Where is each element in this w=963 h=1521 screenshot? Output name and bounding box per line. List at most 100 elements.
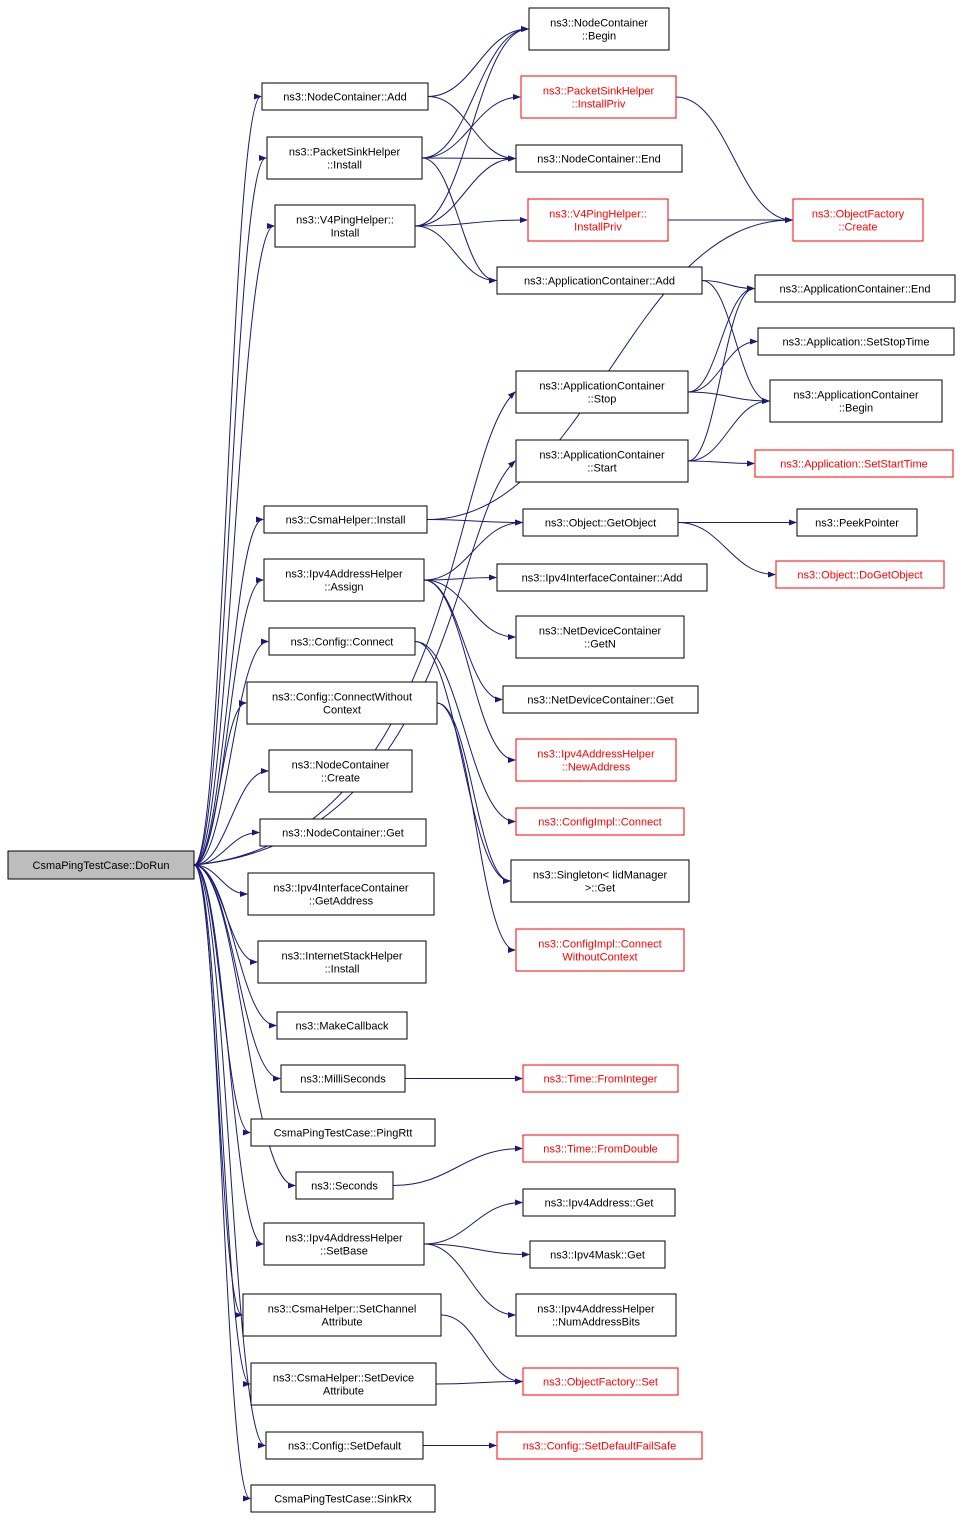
graph-node-ofCreate[interactable]: ns3::ObjectFactory::Create xyxy=(792,198,924,242)
graph-node-label: ::SetBase xyxy=(320,1246,368,1258)
graph-node-singletonGet[interactable]: ns3::Singleton< IidManager>::Get xyxy=(510,859,690,903)
graph-edge-doRun-to-csmaSetDevice xyxy=(193,864,251,1387)
graph-node-iicAdd[interactable]: ns3::Ipv4InterfaceContainer::Add xyxy=(496,563,708,592)
graph-edge-doRun-to-cfgConnect xyxy=(193,638,269,866)
graph-edge-psInstall-to-ncEnd xyxy=(421,155,516,162)
graph-node-objGetObject[interactable]: ns3::Object::GetObject xyxy=(522,508,679,537)
graph-edge-psInstall-to-ncBegin xyxy=(421,26,529,159)
graph-node-v4InstallPriv[interactable]: ns3::V4PingHelper::InstallPriv xyxy=(527,198,669,242)
graph-node-acAdd[interactable]: ns3::ApplicationContainer::Add xyxy=(496,266,703,295)
graph-node-cfgConnect[interactable]: ns3::Config::Connect xyxy=(268,627,416,656)
graph-node-label: CsmaPingTestCase::SinkRx xyxy=(274,1494,412,1506)
graph-node-ipv4MaskGet[interactable]: ns3::Ipv4Mask::Get xyxy=(529,1240,666,1269)
graph-node-box xyxy=(515,738,677,782)
graph-node-pingRtt[interactable]: CsmaPingTestCase::PingRtt xyxy=(250,1118,436,1147)
graph-node-label: ::Install xyxy=(327,160,362,172)
graph-node-label: ns3::V4PingHelper:: xyxy=(549,209,647,221)
graph-edge-doRun-to-pingRtt xyxy=(193,864,251,1136)
graph-edges-layer xyxy=(193,26,797,1502)
graph-node-box xyxy=(522,1188,676,1217)
graph-node-box xyxy=(276,1011,408,1040)
graph-edge-ipAssign-to-ipNewAddress xyxy=(423,579,516,763)
graph-node-seconds[interactable]: ns3::Seconds xyxy=(295,1171,394,1200)
graph-edge-cfgConnectWC-to-ciConnectWC xyxy=(436,702,516,953)
graph-node-label: ns3::PeekPointer xyxy=(815,518,899,530)
graph-node-box xyxy=(522,1064,679,1093)
graph-node-label: ns3::ObjectFactory xyxy=(812,209,905,221)
graph-node-iicGetAddress[interactable]: ns3::Ipv4InterfaceContainer::GetAddress xyxy=(247,872,435,916)
graph-node-box xyxy=(274,204,416,248)
graph-node-ciConnect[interactable]: ns3::ConfigImpl::Connect xyxy=(515,807,685,836)
graph-node-ncEnd[interactable]: ns3::NodeContainer::End xyxy=(515,144,683,173)
graph-node-label: ::Begin xyxy=(839,403,873,415)
graph-node-acEnd[interactable]: ns3::ApplicationContainer::End xyxy=(754,274,956,303)
graph-node-acStop[interactable]: ns3::ApplicationContainer::Stop xyxy=(515,370,689,414)
graph-node-appSetStopTime[interactable]: ns3::Application::SetStopTime xyxy=(757,327,955,356)
graph-node-ncAdd[interactable]: ns3::NodeContainer::Add xyxy=(261,82,429,111)
graph-edge-ipSetBase-to-ipNumAddressBits xyxy=(423,1243,516,1318)
graph-node-psInstall[interactable]: ns3::PacketSinkHelper::Install xyxy=(266,136,423,180)
graph-node-label: ns3::PacketSinkHelper xyxy=(543,86,655,98)
graph-node-v4Install[interactable]: ns3::V4PingHelper::Install xyxy=(274,204,416,248)
graph-node-objDoGetObject[interactable]: ns3::Object::DoGetObject xyxy=(775,560,945,589)
graph-node-box xyxy=(520,75,677,119)
graph-node-ipNumAddressBits[interactable]: ns3::Ipv4AddressHelper::NumAddressBits xyxy=(515,1293,677,1337)
graph-node-cfgSetDefaultFailSafe[interactable]: ns3::Config::SetDefaultFailSafe xyxy=(496,1431,703,1460)
graph-node-psInstallPriv[interactable]: ns3::PacketSinkHelper::InstallPriv xyxy=(520,75,677,119)
graph-node-ipv4AddrGet[interactable]: ns3::Ipv4Address::Get xyxy=(522,1188,676,1217)
graph-node-ofSet[interactable]: ns3::ObjectFactory::Set xyxy=(522,1367,679,1396)
graph-node-label: ns3::ApplicationContainer xyxy=(539,450,665,462)
graph-node-peekPointer[interactable]: ns3::PeekPointer xyxy=(796,508,918,537)
graph-node-ndcGet[interactable]: ns3::NetDeviceContainer::Get xyxy=(502,685,699,714)
graph-node-ncBegin[interactable]: ns3::NodeContainer::Begin xyxy=(528,7,670,51)
graph-node-label: ns3::Object::GetObject xyxy=(545,518,656,530)
graph-node-box xyxy=(515,928,685,972)
graph-node-ndcGetN[interactable]: ns3::NetDeviceContainer::GetN xyxy=(515,615,685,659)
graph-node-box xyxy=(263,505,428,534)
graph-node-box xyxy=(754,449,954,478)
graph-node-timeFromDouble[interactable]: ns3::Time::FromDouble xyxy=(522,1134,679,1163)
graph-node-label: ns3::Config::SetDefaultFailSafe xyxy=(523,1441,676,1453)
graph-node-box xyxy=(263,1222,425,1266)
graph-node-ipNewAddress[interactable]: ns3::Ipv4AddressHelper::NewAddress xyxy=(515,738,677,782)
graph-node-sinkRx[interactable]: CsmaPingTestCase::SinkRx xyxy=(250,1484,436,1513)
graph-node-box xyxy=(250,1118,436,1147)
graph-node-label: ns3::NodeContainer xyxy=(550,18,648,30)
graph-node-ishInstall[interactable]: ns3::InternetStackHelper::Install xyxy=(257,940,427,984)
graph-node-label: ::Assign xyxy=(324,582,363,594)
graph-node-label: ns3::Object::DoGetObject xyxy=(797,570,922,582)
graph-node-acStart[interactable]: ns3::ApplicationContainer::Start xyxy=(515,439,689,483)
graph-node-timeFromInteger[interactable]: ns3::Time::FromInteger xyxy=(522,1064,679,1093)
graph-node-label: ns3::ApplicationContainer xyxy=(539,381,665,393)
graph-node-label: ::Stop xyxy=(588,394,617,406)
graph-node-box xyxy=(515,370,689,414)
graph-node-label: ns3::CsmaHelper::Install xyxy=(286,515,406,527)
graph-node-milliSeconds[interactable]: ns3::MilliSeconds xyxy=(280,1064,406,1093)
graph-edge-acAdd-to-acBegin xyxy=(701,280,770,404)
graph-node-box xyxy=(522,1367,679,1396)
graph-node-csmaInstall[interactable]: ns3::CsmaHelper::Install xyxy=(263,505,428,534)
graph-node-ncCreate[interactable]: ns3::NodeContainer::Create xyxy=(268,749,413,793)
graph-node-label: ns3::Ipv4AddressHelper xyxy=(285,569,403,581)
graph-node-appSetStartTime[interactable]: ns3::Application::SetStartTime xyxy=(754,449,954,478)
graph-node-ipAssign[interactable]: ns3::Ipv4AddressHelper::Assign xyxy=(263,558,425,602)
graph-node-label: WithoutContext xyxy=(562,952,637,964)
graph-node-ncGet[interactable]: ns3::NodeContainer::Get xyxy=(259,818,427,847)
graph-node-label: InstallPriv xyxy=(574,222,622,234)
graph-node-makeCallback[interactable]: ns3::MakeCallback xyxy=(276,1011,408,1040)
graph-node-label: ns3::Singleton< IidManager xyxy=(533,870,668,882)
graph-edge-v4Install-to-v4InstallPriv xyxy=(414,217,528,227)
graph-node-label: Install xyxy=(331,228,360,240)
graph-node-ipSetBase[interactable]: ns3::Ipv4AddressHelper::SetBase xyxy=(263,1222,425,1266)
graph-node-box xyxy=(792,198,924,242)
graph-node-box xyxy=(515,144,683,173)
graph-node-cfgSetDefault[interactable]: ns3::Config::SetDefault xyxy=(265,1431,424,1460)
graph-edge-objGetObject-to-objDoGetObject xyxy=(677,522,776,578)
graph-edge-acStart-to-acEnd xyxy=(687,285,755,462)
graph-node-acBegin[interactable]: ns3::ApplicationContainer::Begin xyxy=(769,379,943,423)
graph-node-box xyxy=(796,508,918,537)
